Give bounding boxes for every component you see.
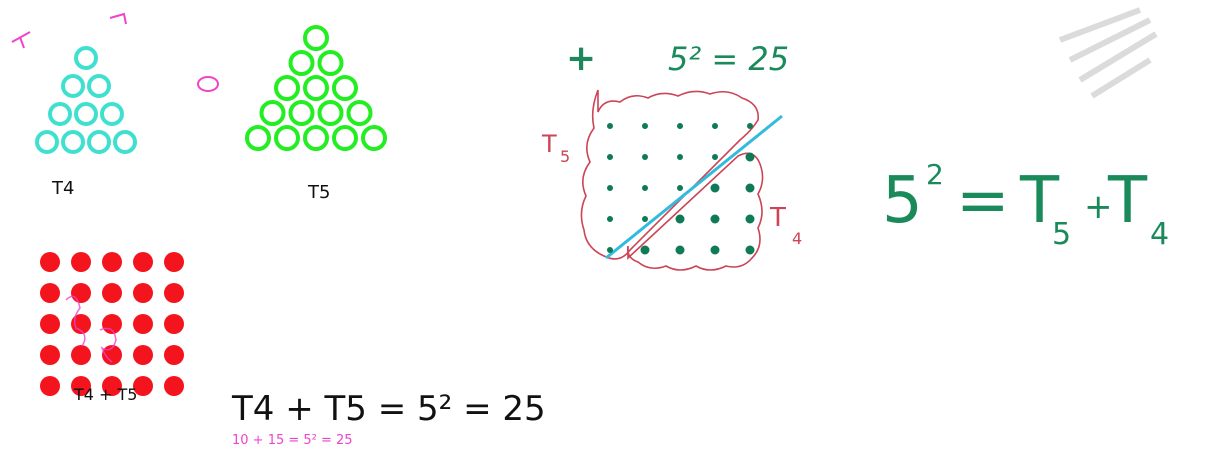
big-t4-sub: 4 (1150, 217, 1169, 252)
diagram-label-t4-sub: 4 (792, 229, 802, 248)
square-dot (102, 283, 122, 303)
triangle-t5-dot (305, 77, 327, 99)
triangle-t4-dot (76, 48, 96, 68)
square-dot (164, 376, 184, 396)
diagram-dot (642, 216, 648, 222)
square-dot (40, 314, 60, 334)
triangle-t4-dot (37, 132, 57, 152)
triangle-t5-dot (276, 127, 298, 149)
equation-main: T4 + T5 = 5² = 25 (231, 389, 546, 429)
big-five: 5 (882, 164, 923, 238)
square-dot (133, 314, 153, 334)
diagram-dot (711, 246, 720, 255)
square-dot (40, 283, 60, 303)
square-dot (133, 283, 153, 303)
big-exponent: 2 (926, 158, 944, 191)
diagram-label-t5: T (541, 130, 557, 158)
diagram-dot (712, 123, 718, 129)
diagram-dot (711, 184, 720, 193)
diagonal-line (606, 116, 782, 258)
diagram-dot (607, 185, 613, 191)
diagram-dot (607, 247, 613, 253)
diagram-dot (642, 185, 648, 191)
square-grid (40, 252, 184, 396)
triangle-t4-dot (89, 132, 109, 152)
triangle-t5-dot (320, 102, 342, 124)
square-dot (133, 252, 153, 272)
label-t4: T4 (51, 178, 74, 199)
triangle-t5-dot (334, 77, 356, 99)
triangle-t4 (37, 48, 135, 152)
diagram-dot (676, 246, 685, 255)
square-dot (164, 314, 184, 334)
big-t4: T (1107, 164, 1148, 238)
stray-oval (198, 77, 218, 91)
big-equals: = (956, 164, 1010, 238)
top-equation: 5² = 25 (668, 40, 789, 78)
diagram-dot (642, 123, 648, 129)
diagram-label-t5-sub: 5 (560, 147, 570, 166)
diagram-dot (607, 154, 613, 160)
diagram-dot (746, 215, 755, 224)
diagram-dot (642, 154, 648, 160)
triangle-t5-dot (247, 127, 269, 149)
diagram-dot (677, 123, 683, 129)
triangle-t5 (247, 27, 385, 149)
triangle-t5-dot (291, 52, 313, 74)
triangle-t5-dot (334, 127, 356, 149)
square-dot (40, 252, 60, 272)
diagram-dot (746, 184, 755, 193)
triangle-t5-dot (349, 102, 371, 124)
triangle-t4-dot (63, 132, 83, 152)
triangle-t4-dot (63, 76, 83, 96)
region-t5-outline (581, 90, 758, 259)
square-dot (40, 345, 60, 365)
square-dot (71, 283, 91, 303)
diagram-dot (746, 153, 755, 162)
top-plus: + (566, 38, 596, 79)
triangle-t4-dot (76, 104, 96, 124)
triangle-t5-dot (262, 102, 284, 124)
triangle-t5-dot (305, 127, 327, 149)
diagram-dot (607, 123, 613, 129)
square-dot (133, 345, 153, 365)
triangle-t5-dot (320, 52, 342, 74)
triangle-t5-dot (363, 127, 385, 149)
square-dot (40, 376, 60, 396)
diagram-label-t4: T (769, 203, 786, 233)
big-equation: 5 2 = T 5 + T 4 (882, 158, 1169, 252)
label-t5: T5 (307, 182, 330, 203)
square-diagram: T 5 T 4 (541, 90, 802, 270)
square-dot (164, 283, 184, 303)
diagram-dot (677, 185, 683, 191)
triangle-t4-dot (89, 76, 109, 96)
square-dot (164, 252, 184, 272)
square-dot (102, 252, 122, 272)
triangle-t5-dot (291, 102, 313, 124)
diagram-dots (607, 123, 755, 255)
triangle-t5-dot (305, 27, 327, 49)
diagram-dot (711, 215, 720, 224)
equation-sub: 10 + 15 = 5² = 25 (232, 433, 353, 448)
triangle-t4-dot (102, 104, 122, 124)
diagram-dot (641, 246, 650, 255)
diagram-dot (747, 123, 753, 129)
stray-mark-2 (110, 14, 126, 24)
diagram-dot (607, 216, 613, 222)
triangle-t4-dot (50, 104, 70, 124)
square-dot (71, 252, 91, 272)
diagram-dot (676, 215, 685, 224)
label-square: T4 + T5 (73, 385, 137, 404)
stray-mark-1 (12, 32, 30, 48)
big-t5-sub: 5 (1052, 217, 1071, 252)
smudge (1060, 10, 1156, 96)
triangle-t5-dot (276, 77, 298, 99)
diagram-dot (677, 154, 683, 160)
diagram-dot (746, 246, 755, 255)
square-dot (71, 345, 91, 365)
diagram-dot (712, 154, 718, 160)
triangle-t4-dot (115, 132, 135, 152)
square-dot (164, 345, 184, 365)
